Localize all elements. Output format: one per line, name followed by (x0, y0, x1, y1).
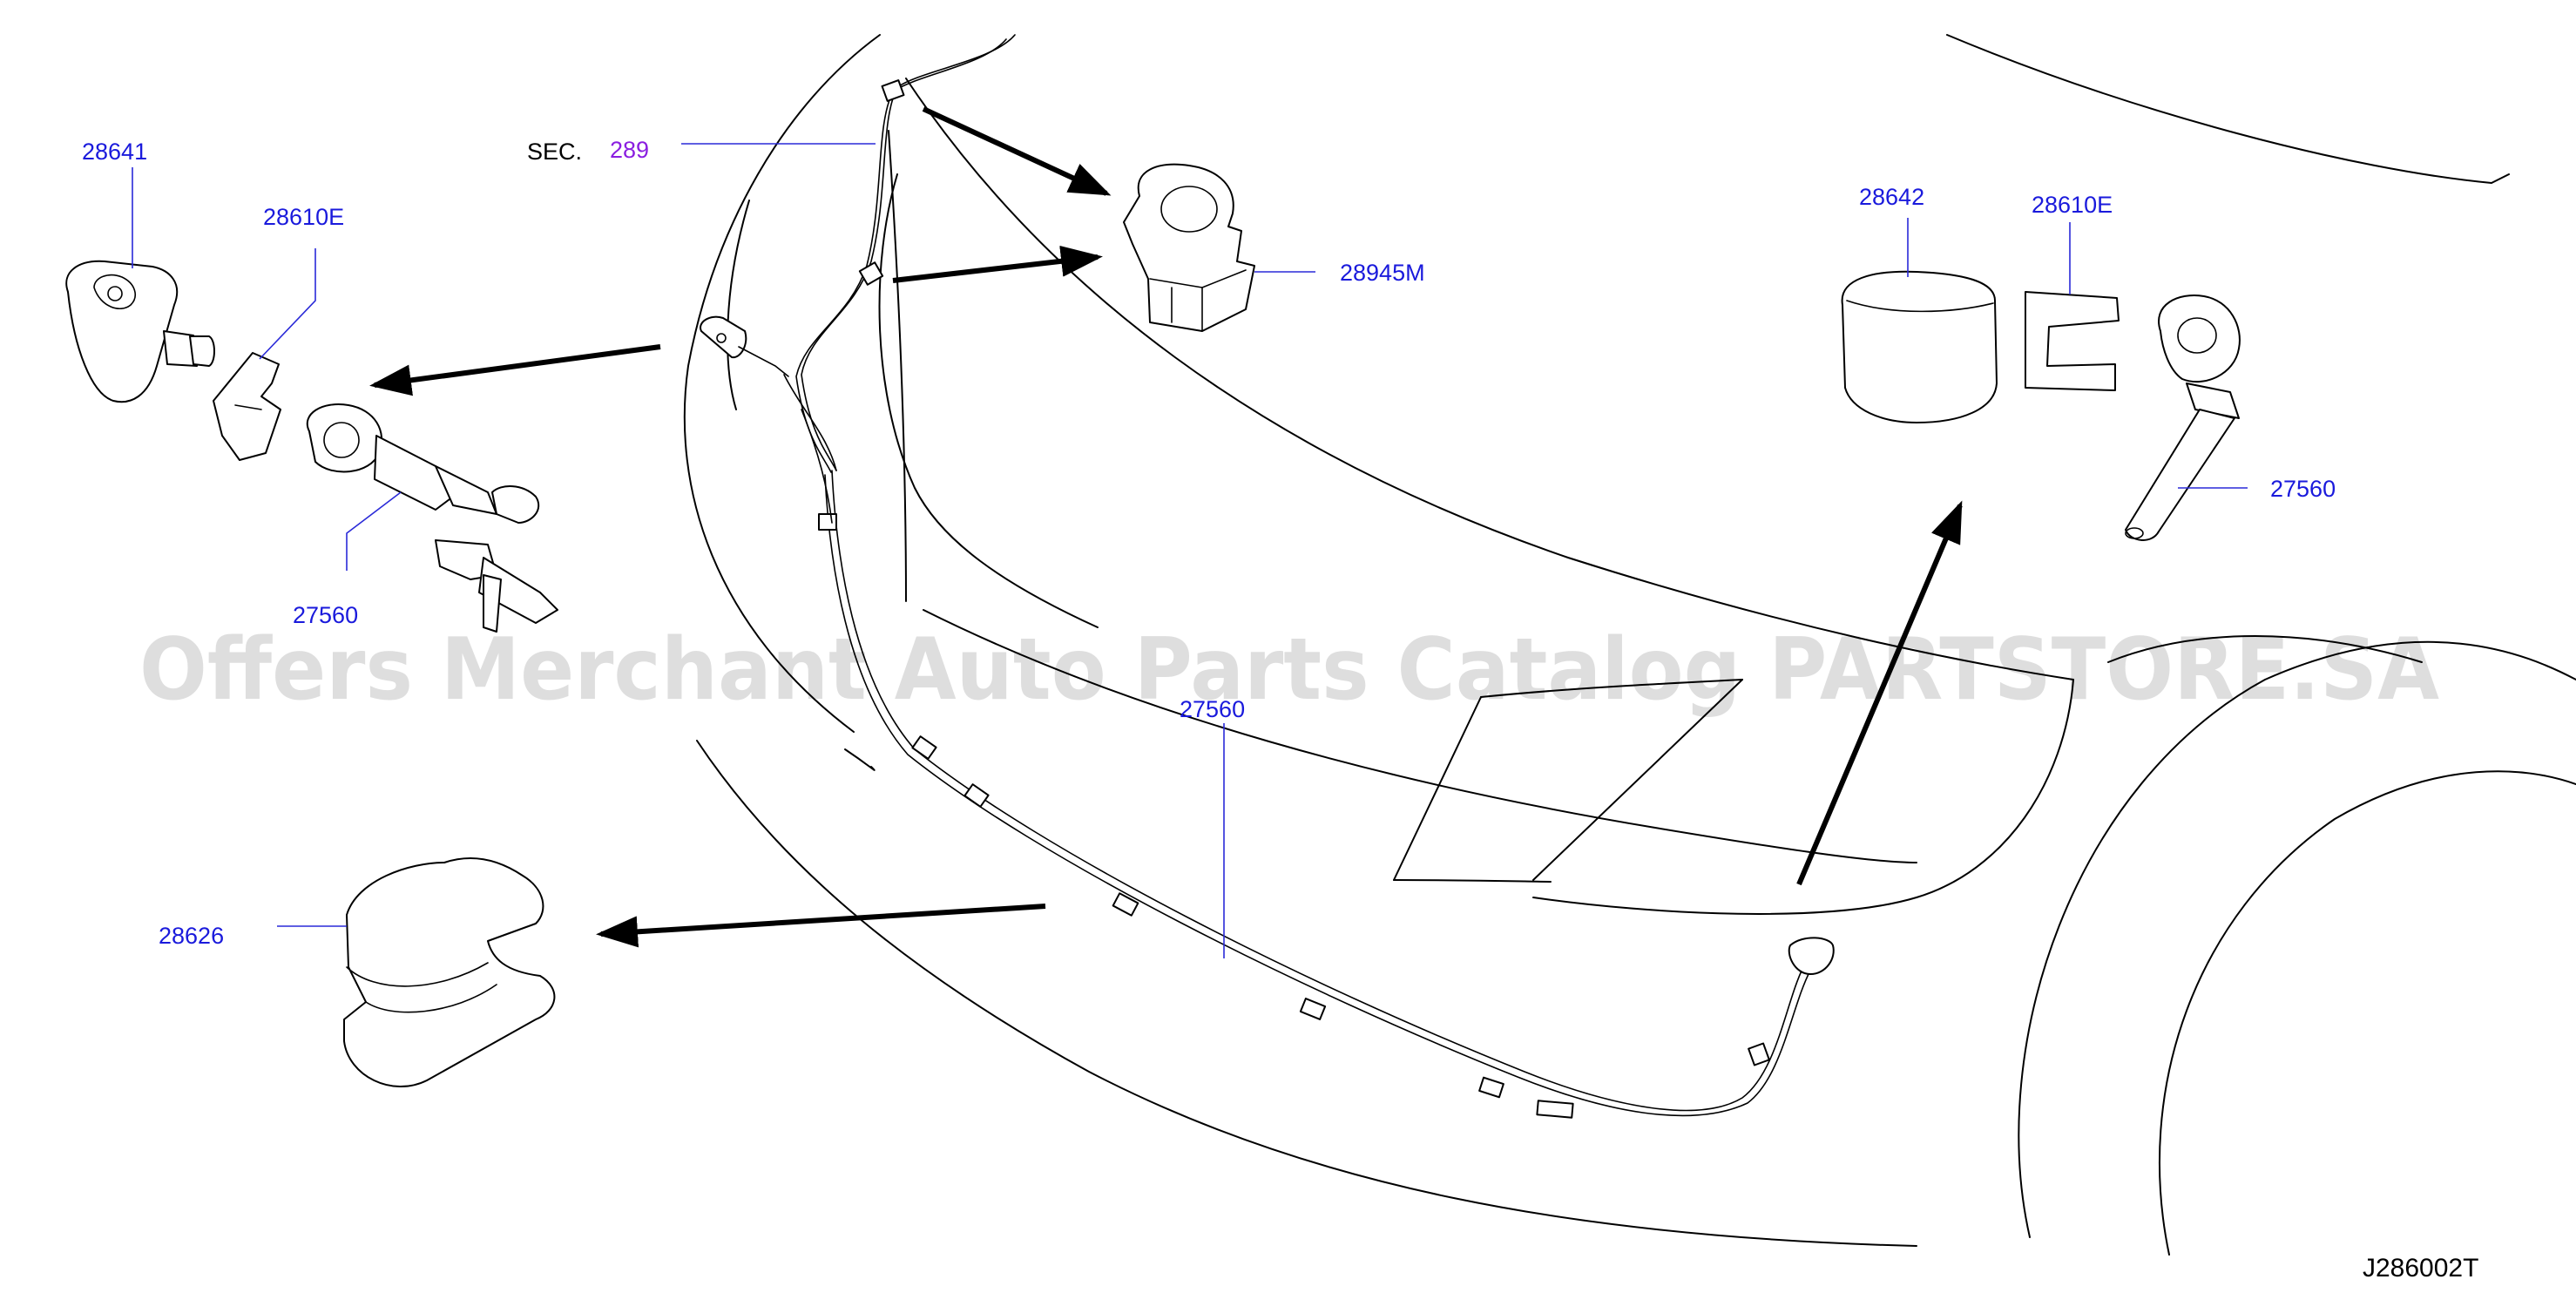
part-28626-hose-clip (343, 857, 556, 1088)
label-27560-center[interactable]: 27560 (1180, 696, 1245, 722)
part-28610e-clip-left (213, 352, 281, 461)
label-28945m[interactable]: 28945M (1340, 260, 1425, 286)
label-28610e-right[interactable]: 28610E (2032, 192, 2113, 218)
part-28610e-clip-right (2025, 291, 2120, 391)
label-28626[interactable]: 28626 (159, 923, 224, 949)
part-28642-nozzle-cover-right (1841, 270, 1998, 423)
part-27560-nozzle-left (306, 403, 558, 633)
part-labels: 28641 28610E 27560 SEC. 289 28945M 28642… (82, 137, 2336, 949)
leader-lines (132, 143, 2248, 958)
callout-arrows (369, 106, 1963, 948)
label-sec-prefix: SEC. (527, 139, 582, 165)
label-27560-left[interactable]: 27560 (293, 602, 358, 628)
arrow-to-right-nozzle (1796, 500, 1963, 886)
washer-hose-route (700, 34, 1835, 1119)
label-28641[interactable]: 28641 (82, 139, 147, 165)
part-28945m-hose-clip (1123, 163, 1255, 332)
vehicle-body-outline (683, 34, 2576, 1256)
label-27560-right[interactable]: 27560 (2270, 476, 2336, 502)
arrow-to-28626 (596, 904, 1046, 948)
label-sec-289[interactable]: 289 (610, 137, 649, 163)
label-28610e-left[interactable]: 28610E (263, 204, 344, 230)
part-27560-nozzle-right (2125, 294, 2241, 541)
watermark-text: Offers Merchant Auto Parts Catalog PARTS… (139, 620, 2439, 720)
arrow-to-left-nozzle (369, 344, 661, 396)
arrow-to-28945m-upper (922, 106, 1112, 196)
diagram-code: J286002T (2363, 1254, 2478, 1283)
label-28642[interactable]: 28642 (1859, 184, 1924, 210)
arrow-to-28945m-lower (892, 245, 1103, 283)
part-28641-nozzle-cover (65, 260, 215, 403)
